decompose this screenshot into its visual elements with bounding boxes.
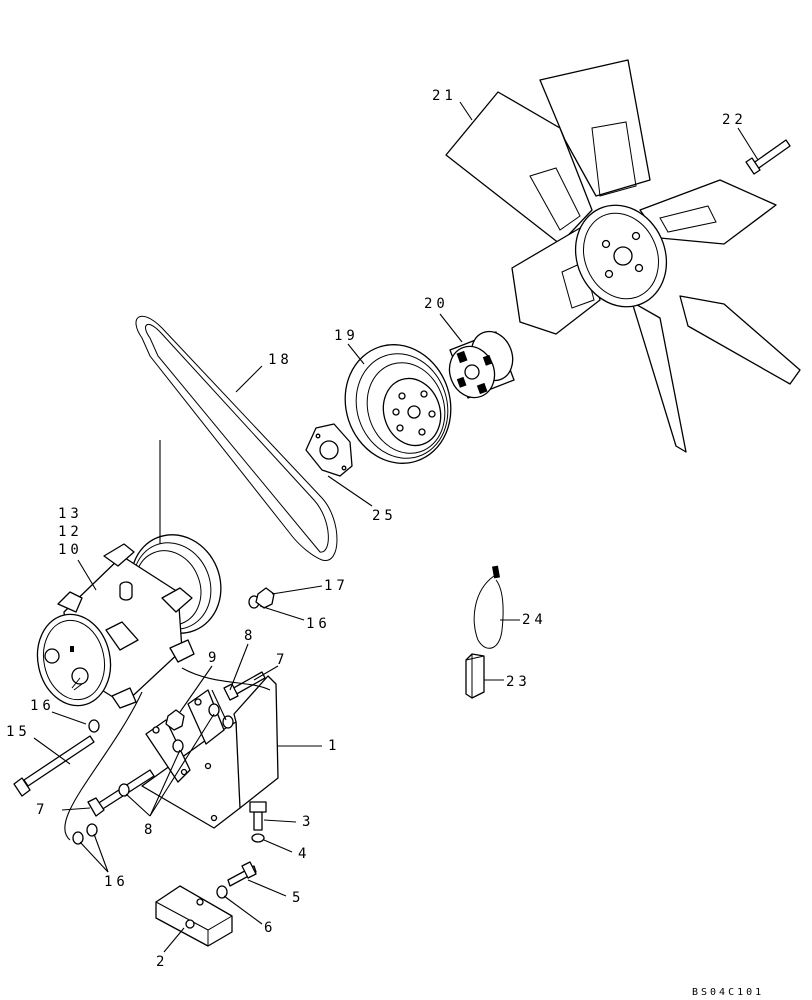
pulley-part[interactable] — [330, 331, 466, 477]
callout-16-right: 16 — [306, 616, 331, 632]
callout-labels: 21 22 20 19 18 25 13 12 10 17 16 24 23 8… — [6, 88, 747, 970]
callout-21: 21 — [432, 88, 457, 104]
callout-16-left: 16 — [30, 698, 55, 714]
callout-8-upper: 8 — [244, 628, 256, 644]
v-belt-part[interactable] — [135, 315, 338, 561]
callout-24: 24 — [522, 612, 547, 628]
callout-15: 15 — [6, 724, 31, 740]
fan-part[interactable] — [445, 59, 801, 453]
clip-part[interactable] — [465, 653, 485, 699]
washers-part[interactable] — [72, 595, 265, 899]
bolt-15-part[interactable] — [13, 735, 95, 797]
drawing-id: BS04C101 — [692, 987, 764, 998]
callout-16-lower: 16 — [104, 874, 129, 890]
callout-6: 6 — [264, 920, 276, 936]
fan-bolt-part[interactable] — [745, 139, 791, 175]
callout-2: 2 — [156, 954, 168, 970]
shim-plate-part[interactable] — [305, 423, 353, 477]
nuts-part[interactable] — [165, 587, 275, 731]
callout-22: 22 — [722, 112, 747, 128]
bolt-5-part[interactable] — [227, 861, 257, 887]
callout-3: 3 — [302, 814, 314, 830]
compressor-part[interactable] — [29, 521, 235, 712]
leader-lines — [33, 101, 759, 953]
callout-23: 23 — [506, 674, 531, 690]
callout-7-lower: 7 — [36, 802, 48, 818]
callout-1: 1 — [328, 738, 340, 754]
callout-10: 10 — [58, 542, 83, 558]
bolt-3-part[interactable] — [249, 801, 267, 831]
callout-5: 5 — [292, 890, 304, 906]
mounting-bracket-part[interactable] — [141, 675, 279, 829]
cable-tie-part[interactable] — [473, 565, 504, 649]
spacer-block-part[interactable] — [155, 885, 233, 947]
callout-7-upper: 7 — [276, 652, 288, 668]
callout-12: 12 — [58, 524, 83, 540]
callout-25: 25 — [372, 508, 397, 524]
fan-spacer-part[interactable] — [442, 326, 519, 404]
callout-8-lower: 8 — [144, 822, 156, 838]
callout-20: 20 — [424, 296, 449, 312]
callout-4: 4 — [298, 846, 310, 862]
callout-17: 17 — [324, 578, 349, 594]
callout-9: 9 — [208, 650, 220, 666]
callout-13: 13 — [58, 506, 83, 522]
callout-19: 19 — [334, 328, 359, 344]
callout-18: 18 — [268, 352, 293, 368]
